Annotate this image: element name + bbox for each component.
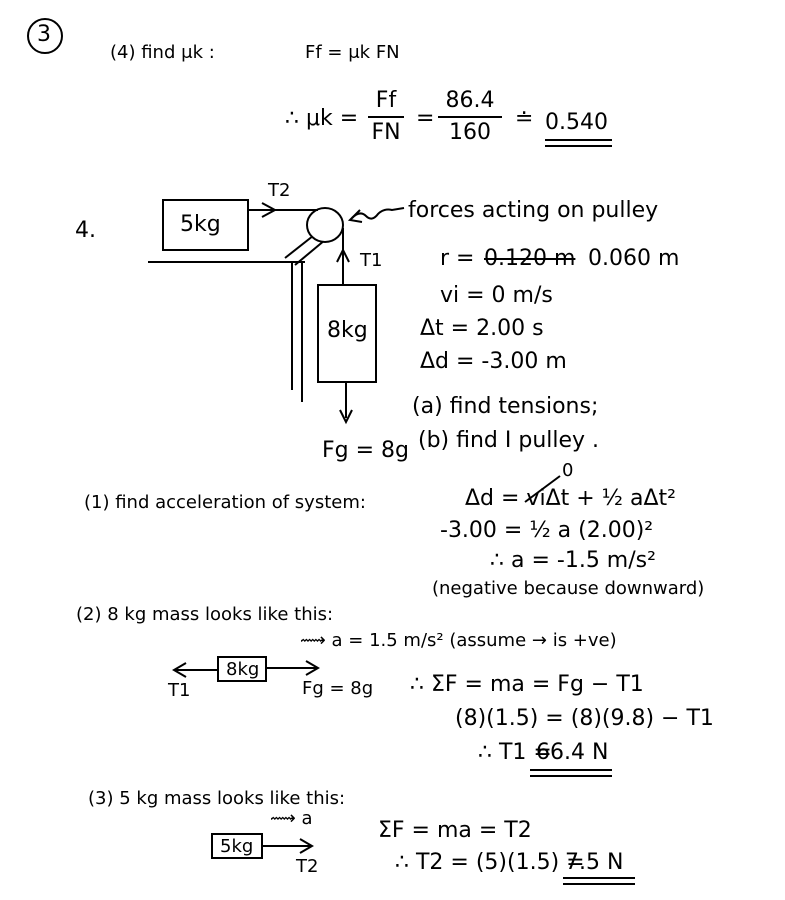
step3-label: (3) 5 kg mass looks like this: bbox=[88, 788, 346, 809]
section-circle bbox=[27, 18, 63, 54]
step2-fg-label: Fg = 8g bbox=[302, 678, 374, 699]
block-8kg-label: 8kg bbox=[327, 318, 368, 343]
initial-velocity: vi = 0 m/s bbox=[440, 283, 553, 308]
mu-result-prefix: ∴ μk = bbox=[285, 106, 359, 131]
problem-number: 4. bbox=[75, 218, 96, 243]
fraction-value-numerator: 86.4 bbox=[445, 88, 495, 113]
fg-label: Fg = 8g bbox=[322, 438, 410, 463]
fraction-value-bar bbox=[438, 116, 502, 118]
step3-t2-answer: 7.5 N bbox=[565, 850, 624, 875]
step2-t1-label: T1 bbox=[168, 680, 191, 701]
pulley-circle bbox=[306, 207, 344, 243]
pulley-bracket-2 bbox=[294, 239, 326, 266]
pulley-note-squiggle bbox=[351, 207, 405, 220]
pulley-note: forces acting on pulley bbox=[408, 198, 659, 223]
step3-accel-note: ⟿ a bbox=[270, 808, 313, 829]
t2-arrowhead bbox=[261, 202, 278, 218]
step2-equation-2: (8)(1.5) = (8)(9.8) − T1 bbox=[455, 706, 714, 731]
section-number: 3 bbox=[37, 22, 51, 47]
task-b: (b) find I pulley . bbox=[418, 428, 600, 453]
step1-label: (1) find acceleration of system: bbox=[84, 492, 366, 513]
step3-equation-1: ΣF = ma = T2 bbox=[378, 818, 532, 843]
fbd-8kg-t1-arrowhead bbox=[172, 662, 187, 678]
vi-strike bbox=[524, 475, 561, 503]
radius-value: 0.060 m bbox=[588, 246, 680, 271]
pulley-note-arrowhead bbox=[347, 209, 363, 223]
equals-sign: = bbox=[416, 106, 435, 131]
radius-prefix: r = bbox=[440, 246, 475, 271]
fraction-values: 86.4 160 bbox=[438, 90, 502, 144]
friction-equation: Ff = μk FN bbox=[305, 42, 400, 63]
step2-equation-1: ∴ ΣF = ma = Fg − T1 bbox=[410, 672, 644, 697]
fbd-5kg-t2-arrowhead bbox=[299, 838, 314, 854]
block-5kg-label: 5kg bbox=[180, 212, 221, 237]
t2-label: T2 bbox=[268, 180, 291, 201]
step2-accel-note: ⟿ a = 1.5 m/s² (assume → is +ve) bbox=[300, 630, 617, 651]
fraction-ff-numerator: Ff bbox=[375, 88, 397, 113]
step1-note: (negative because downward) bbox=[432, 578, 705, 599]
fraction-fn-denominator: FN bbox=[371, 120, 401, 145]
fraction-bar bbox=[368, 116, 404, 118]
step2-block-label: 8kg bbox=[226, 659, 260, 680]
fraction-value-denominator: 160 bbox=[449, 120, 491, 145]
step1-zero-mark: 0 bbox=[562, 460, 574, 481]
part4-label: (4) find μk : bbox=[110, 42, 215, 63]
displacement: Δd = -3.00 m bbox=[420, 349, 567, 374]
step1-equation-1: Δd = viΔt + ½ aΔt² bbox=[465, 486, 676, 511]
task-a: (a) find tensions; bbox=[412, 394, 599, 419]
t1-label: T1 bbox=[360, 250, 383, 271]
step2-label: (2) 8 kg mass looks like this: bbox=[76, 604, 334, 625]
step2-result-prefix: ∴ T1 = bbox=[478, 740, 552, 765]
step3-equation-2: ∴ T2 = (5)(1.5) = bbox=[395, 850, 585, 875]
mu-answer: 0.540 bbox=[545, 110, 608, 135]
step1-equation-3: ∴ a = -1.5 m/s² bbox=[490, 548, 656, 573]
t1-arrowhead bbox=[336, 247, 350, 263]
step1-equation-2: -3.00 = ½ a (2.00)² bbox=[440, 518, 654, 543]
fraction-ff-fn: Ff FN bbox=[368, 90, 404, 144]
step2-t1-answer: 66.4 N bbox=[536, 740, 609, 765]
step3-block-label: 5kg bbox=[220, 836, 254, 857]
approx-sign: ≐ bbox=[515, 106, 534, 131]
block-5kg-box bbox=[162, 199, 249, 251]
radius-crossed-out: 0.120 m bbox=[484, 246, 576, 271]
step3-t2-label: T2 bbox=[296, 856, 319, 877]
fbd-8kg-fg-arrowhead bbox=[305, 660, 320, 676]
time-interval: Δt = 2.00 s bbox=[420, 316, 544, 341]
fg-arrowhead bbox=[339, 409, 353, 425]
